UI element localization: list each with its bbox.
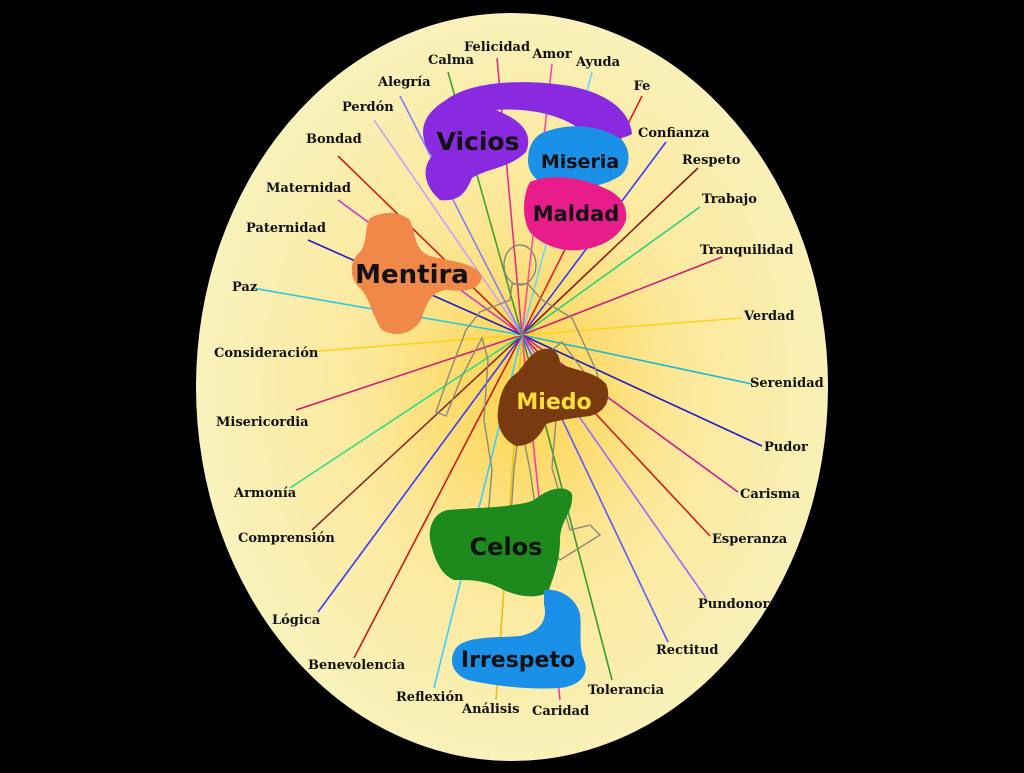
maldad-label: Maldad <box>533 202 620 226</box>
virtue-label-18: Reflexión <box>396 690 464 705</box>
maldad-shape <box>524 177 627 251</box>
vice-mentira: Mentira <box>351 212 482 334</box>
virtue-label-22: Armonía <box>233 486 297 501</box>
virtue-label-31: Calma <box>428 53 474 68</box>
vicios-label: Vicios <box>437 127 520 156</box>
virtue-label-4: Confianza <box>638 126 710 141</box>
ray-19 <box>353 334 523 659</box>
mentira-label: Mentira <box>355 260 469 290</box>
virtue-label-24: Consideración <box>214 346 319 361</box>
ray-5 <box>521 167 699 336</box>
virtue-label-30: Alegría <box>377 75 431 90</box>
virtue-label-20: Lógica <box>272 613 321 628</box>
virtue-label-28: Bondad <box>306 132 362 147</box>
virtue-label-8: Verdad <box>743 309 795 324</box>
virtue-label-15: Tolerancia <box>588 683 665 698</box>
virtue-label-14: Rectitud <box>656 643 718 658</box>
virtue-label-1: Amor <box>531 47 572 62</box>
virtue-label-17: Análisis <box>461 702 519 717</box>
ray-10 <box>521 334 763 447</box>
ray-30 <box>399 95 523 336</box>
virtue-label-16: Caridad <box>532 704 589 719</box>
ray-20 <box>317 334 523 613</box>
virtue-label-12: Esperanza <box>712 532 788 547</box>
virtue-label-0: Felicidad <box>464 40 530 55</box>
vicios-shape <box>423 82 632 201</box>
miseria-label: Miseria <box>541 151 619 173</box>
virtue-label-7: Tranquilidad <box>700 243 793 258</box>
vice-miedo: Miedo <box>497 348 609 446</box>
miseria-shape <box>528 126 629 189</box>
ray-8 <box>521 317 743 336</box>
vice-maldad: Maldad <box>524 177 627 251</box>
mentira-shape <box>351 212 482 334</box>
virtue-label-5: Respeto <box>682 153 741 168</box>
virtue-label-13: Pundonor <box>698 597 770 612</box>
virtue-label-10: Pudor <box>764 440 808 455</box>
ray-24 <box>305 334 523 353</box>
figure-head <box>503 244 537 286</box>
vice-vicios: Vicios <box>423 82 632 201</box>
vice-celos: Celos <box>429 488 573 597</box>
virtue-label-23: Misericordia <box>216 415 309 430</box>
virtue-label-21: Comprensión <box>238 531 335 546</box>
virtue-label-6: Trabajo <box>702 192 757 207</box>
miedo-shape <box>497 348 609 446</box>
virtue-label-26: Paternidad <box>246 221 326 236</box>
vice-irrespeto: Irrespeto <box>452 589 586 689</box>
ray-6 <box>521 206 701 336</box>
virtue-label-9: Serenidad <box>750 376 824 391</box>
irrespeto-shape <box>452 589 586 689</box>
irrespeto-label: Irrespeto <box>461 648 575 673</box>
virtue-label-25: Paz <box>232 280 257 295</box>
ray-28 <box>337 155 523 336</box>
virtue-label-2: Ayuda <box>575 55 621 70</box>
virtue-label-29: Perdón <box>342 100 394 115</box>
celos-shape <box>429 488 573 597</box>
celos-label: Celos <box>470 533 543 561</box>
ray-7 <box>521 256 723 336</box>
vice-miseria: Miseria <box>528 126 629 189</box>
ray-29 <box>373 119 523 336</box>
virtue-label-11: Carisma <box>740 487 801 502</box>
virtue-label-27: Maternidad <box>266 181 351 196</box>
miedo-label: Miedo <box>516 390 591 415</box>
virtue-label-3: Fe <box>634 79 651 94</box>
ray-22 <box>289 334 523 489</box>
virtue-label-19: Benevolencia <box>308 658 406 673</box>
